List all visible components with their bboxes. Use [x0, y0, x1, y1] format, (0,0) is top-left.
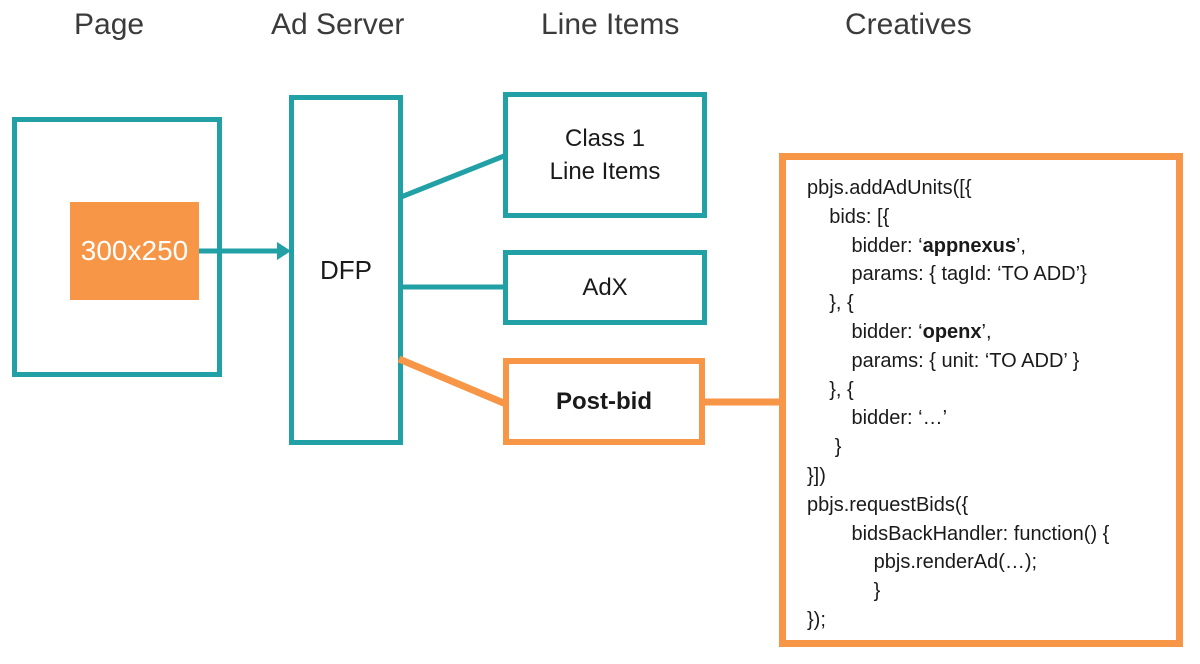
code-line: }	[807, 580, 881, 603]
code-line: }, {	[807, 292, 854, 315]
column-heading-ad-server: Ad Server	[271, 8, 405, 41]
code-line: }	[807, 436, 842, 459]
class1-label-line1: Class 1	[564, 125, 646, 152]
column-heading-creatives: Creatives	[845, 8, 972, 41]
code-line: }])	[807, 464, 826, 487]
code-line: params: { unit: ‘TO ADD’ }	[807, 349, 1080, 372]
code-line: pbjs.renderAd(…);	[807, 551, 1038, 574]
column-heading-page: Page	[74, 8, 145, 41]
code-line: bidder: ‘appnexus’,	[807, 234, 1026, 257]
dfp-box: DFP	[289, 95, 403, 445]
adx-label: AdX	[582, 273, 628, 301]
code-line: pbjs.requestBids({	[807, 493, 969, 516]
postbid-box: Post-bid	[503, 358, 705, 445]
code-line: bids: [{	[807, 205, 890, 228]
ad-slot-label: 300x250	[80, 235, 189, 266]
dfp-label: DFP	[320, 254, 372, 285]
code-line: }, {	[807, 378, 854, 401]
code-line: });	[807, 608, 826, 631]
class1-line-items-box: Class 1 Line Items	[503, 92, 707, 218]
page-box: 300x250	[12, 117, 222, 377]
column-heading-line-items: Line Items	[541, 8, 680, 41]
ad-slot-300x250: 300x250	[70, 202, 199, 300]
code-line: bidsBackHandler: function() {	[807, 522, 1110, 545]
code-block: pbjs.addAdUnits([{ bids: [{ bidder: ‘app…	[807, 174, 1170, 635]
class1-label-line2: Line Items	[549, 158, 661, 185]
code-line: pbjs.addAdUnits([{	[807, 177, 972, 199]
code-line: bidder: ‘…’	[807, 407, 948, 430]
connector-dfp-to-postbid	[397, 355, 508, 408]
connector-dfp-to-class1	[400, 153, 505, 200]
code-line: bidder: ‘openx’,	[807, 320, 992, 343]
code-line: params: { tagId: ‘TO ADD’}	[807, 263, 1087, 286]
adx-box: AdX	[503, 250, 707, 325]
creatives-code-box: pbjs.addAdUnits([{ bids: [{ bidder: ‘app…	[779, 153, 1183, 647]
postbid-label: Post-bid	[556, 387, 652, 415]
